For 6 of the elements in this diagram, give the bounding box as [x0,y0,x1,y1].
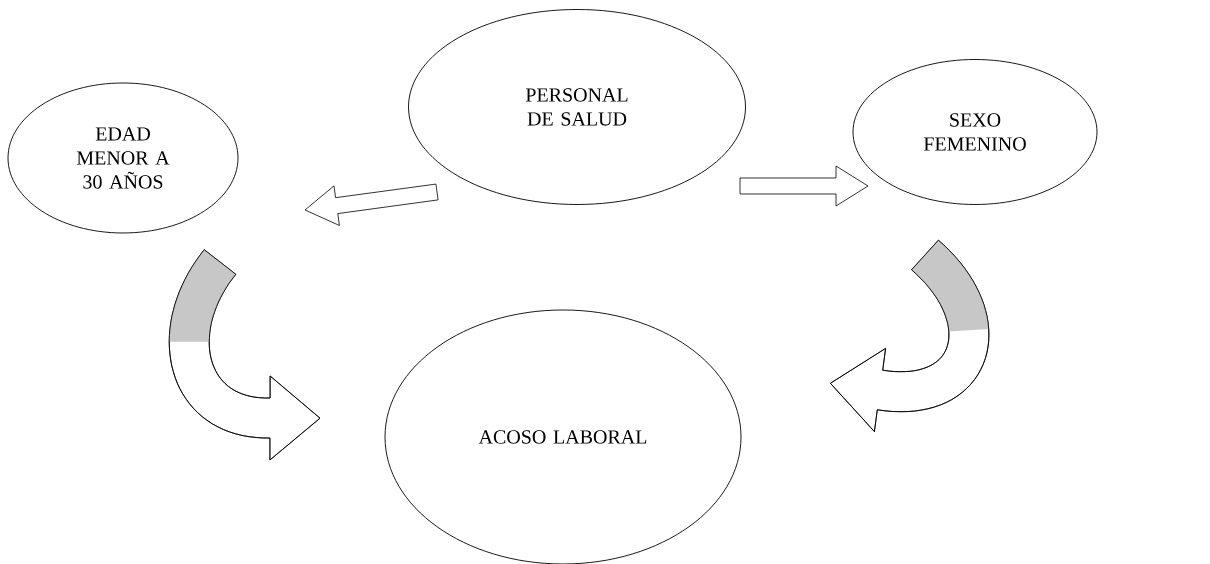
block-arrow [304,183,439,226]
ellipse-node: PERSONAL DE SALUD [408,9,746,205]
block-arrow [739,165,869,207]
ellipse-node: EDAD MENOR A 30 AÑOS [7,82,239,234]
curved-arrow [168,249,321,461]
ellipse-node: SEXO FEMENINO [852,59,1098,205]
